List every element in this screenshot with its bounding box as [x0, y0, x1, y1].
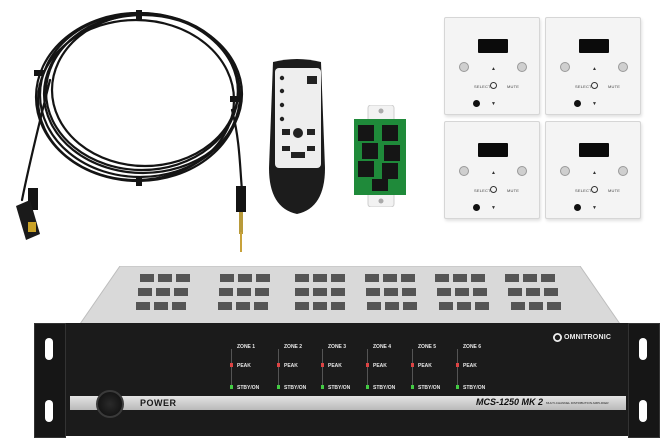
standby-label: STBY/ON — [237, 385, 260, 391]
zone-label: ZONE 1 — [237, 344, 256, 350]
knob-icon — [618, 166, 628, 176]
model-subtitle: MULTI-CHANNEL DISTRIBUTION AMPLIFIER — [546, 401, 609, 405]
peak-led — [321, 363, 324, 367]
sensor-dot — [574, 100, 581, 107]
knob-icon — [459, 62, 469, 72]
zone-label: ZONE 2 — [284, 344, 303, 350]
arrow-down-icon: ▼ — [592, 101, 597, 107]
wall-control-panel: ▲ SELECT MUTE ▼ — [444, 17, 540, 115]
mute-label: MUTE — [507, 188, 520, 193]
peak-label: PEAK — [373, 363, 387, 369]
knob-icon — [517, 62, 527, 72]
mute-label: MUTE — [608, 188, 621, 193]
select-label: SELECT — [575, 84, 592, 89]
standby-label: STBY/ON — [418, 385, 441, 391]
peak-led — [411, 363, 414, 367]
zone-label: ZONE 4 — [373, 344, 392, 350]
wall-control-panel: ▲ SELECT MUTE ▼ — [545, 121, 641, 219]
amplifier-front-panel — [37, 323, 659, 436]
select-label: SELECT — [474, 188, 491, 193]
peak-led — [456, 363, 459, 367]
mute-label: MUTE — [507, 84, 520, 89]
knob-icon — [618, 62, 628, 72]
knob-icon — [560, 62, 570, 72]
power-button[interactable] — [96, 390, 124, 418]
standby-label: STBY/ON — [463, 385, 486, 391]
brand-name: OMNITRONIC — [564, 334, 612, 341]
zone-label: ZONE 3 — [328, 344, 347, 350]
model-name: MCS-1250 MK 2 — [476, 397, 544, 407]
power-icon — [591, 82, 598, 89]
standby-led — [277, 385, 280, 389]
mute-label: MUTE — [608, 84, 621, 89]
power-icon — [490, 82, 497, 89]
standby-led — [230, 385, 233, 389]
peak-label: PEAK — [463, 363, 477, 369]
peak-led — [277, 363, 280, 367]
standby-label: STBY/ON — [373, 385, 396, 391]
rack-ear-left — [34, 323, 66, 438]
panel-display — [478, 143, 508, 157]
wall-control-panel: ▲ SELECT MUTE ▼ — [444, 121, 540, 219]
knob-icon — [560, 166, 570, 176]
power-label: POWER — [140, 398, 177, 408]
select-label: SELECT — [474, 84, 491, 89]
peak-led — [230, 363, 233, 367]
standby-led — [456, 385, 459, 389]
logo-icon — [553, 333, 562, 342]
rack-ear-right — [628, 323, 660, 438]
brand-logo: OMNITRONIC — [553, 333, 611, 342]
select-label: SELECT — [575, 188, 592, 193]
peak-label: PEAK — [328, 363, 342, 369]
standby-led — [366, 385, 369, 389]
power-icon — [591, 186, 598, 193]
knob-icon — [517, 166, 527, 176]
amplifier-top — [80, 266, 620, 325]
peak-led — [366, 363, 369, 367]
arrow-up-icon: ▲ — [592, 170, 597, 176]
zone-label: ZONE 6 — [463, 344, 482, 350]
sensor-dot — [574, 204, 581, 211]
sensor-dot — [473, 100, 480, 107]
arrow-up-icon: ▲ — [491, 66, 496, 72]
sensor-dot — [473, 204, 480, 211]
panel-display — [579, 39, 609, 53]
peak-label: PEAK — [418, 363, 432, 369]
peak-label: PEAK — [284, 363, 298, 369]
remote-control — [267, 58, 327, 216]
panel-display — [478, 39, 508, 53]
wall-control-panel: ▲ SELECT MUTE ▼ — [545, 17, 641, 115]
cable-icon — [16, 10, 246, 252]
standby-led — [321, 385, 324, 389]
peak-label: PEAK — [237, 363, 251, 369]
front-bottom-strip — [70, 396, 626, 410]
arrow-down-icon: ▼ — [491, 101, 496, 107]
arrow-up-icon: ▲ — [592, 66, 597, 72]
standby-label: STBY/ON — [328, 385, 351, 391]
knob-icon — [459, 166, 469, 176]
standby-led — [411, 385, 414, 389]
power-icon — [490, 186, 497, 193]
wall-plate-rj45 — [352, 104, 408, 208]
standby-label: STBY/ON — [284, 385, 307, 391]
arrow-down-icon: ▼ — [491, 205, 496, 211]
arrow-down-icon: ▼ — [592, 205, 597, 211]
arrow-up-icon: ▲ — [491, 170, 496, 176]
zone-label: ZONE 5 — [418, 344, 437, 350]
panel-display — [579, 143, 609, 157]
